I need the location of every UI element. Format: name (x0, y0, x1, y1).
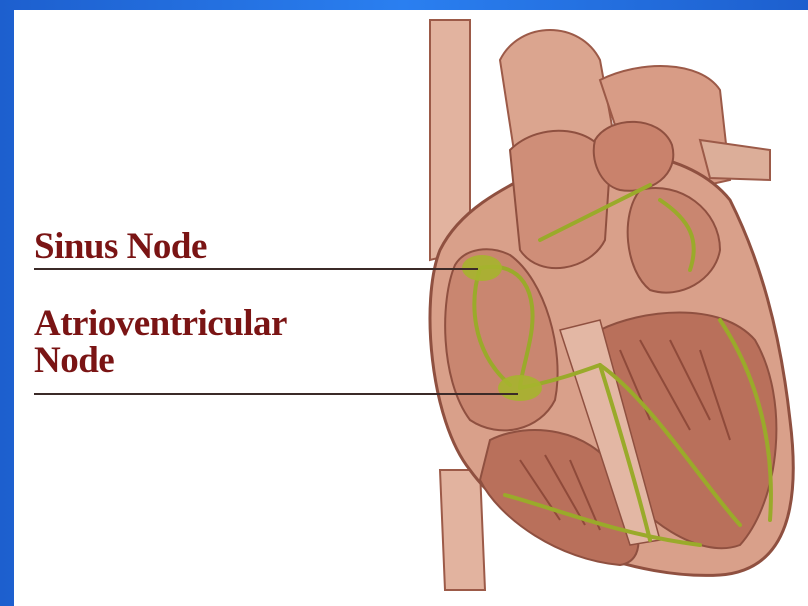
sinus-node-leader-line (34, 268, 478, 270)
inferior-vena-cava (440, 470, 485, 590)
sinus-node-label: Sinus Node (34, 228, 207, 265)
pulmonary-valve-root (594, 122, 674, 191)
av-node-label: Atrioventricular Node (34, 305, 287, 379)
av-node-label-line2: Node (34, 342, 287, 379)
av-node-marker (498, 375, 542, 401)
pulmonary-vein (700, 140, 770, 180)
av-node-leader-line (34, 393, 518, 395)
av-node-label-line1: Atrioventricular (34, 305, 287, 342)
